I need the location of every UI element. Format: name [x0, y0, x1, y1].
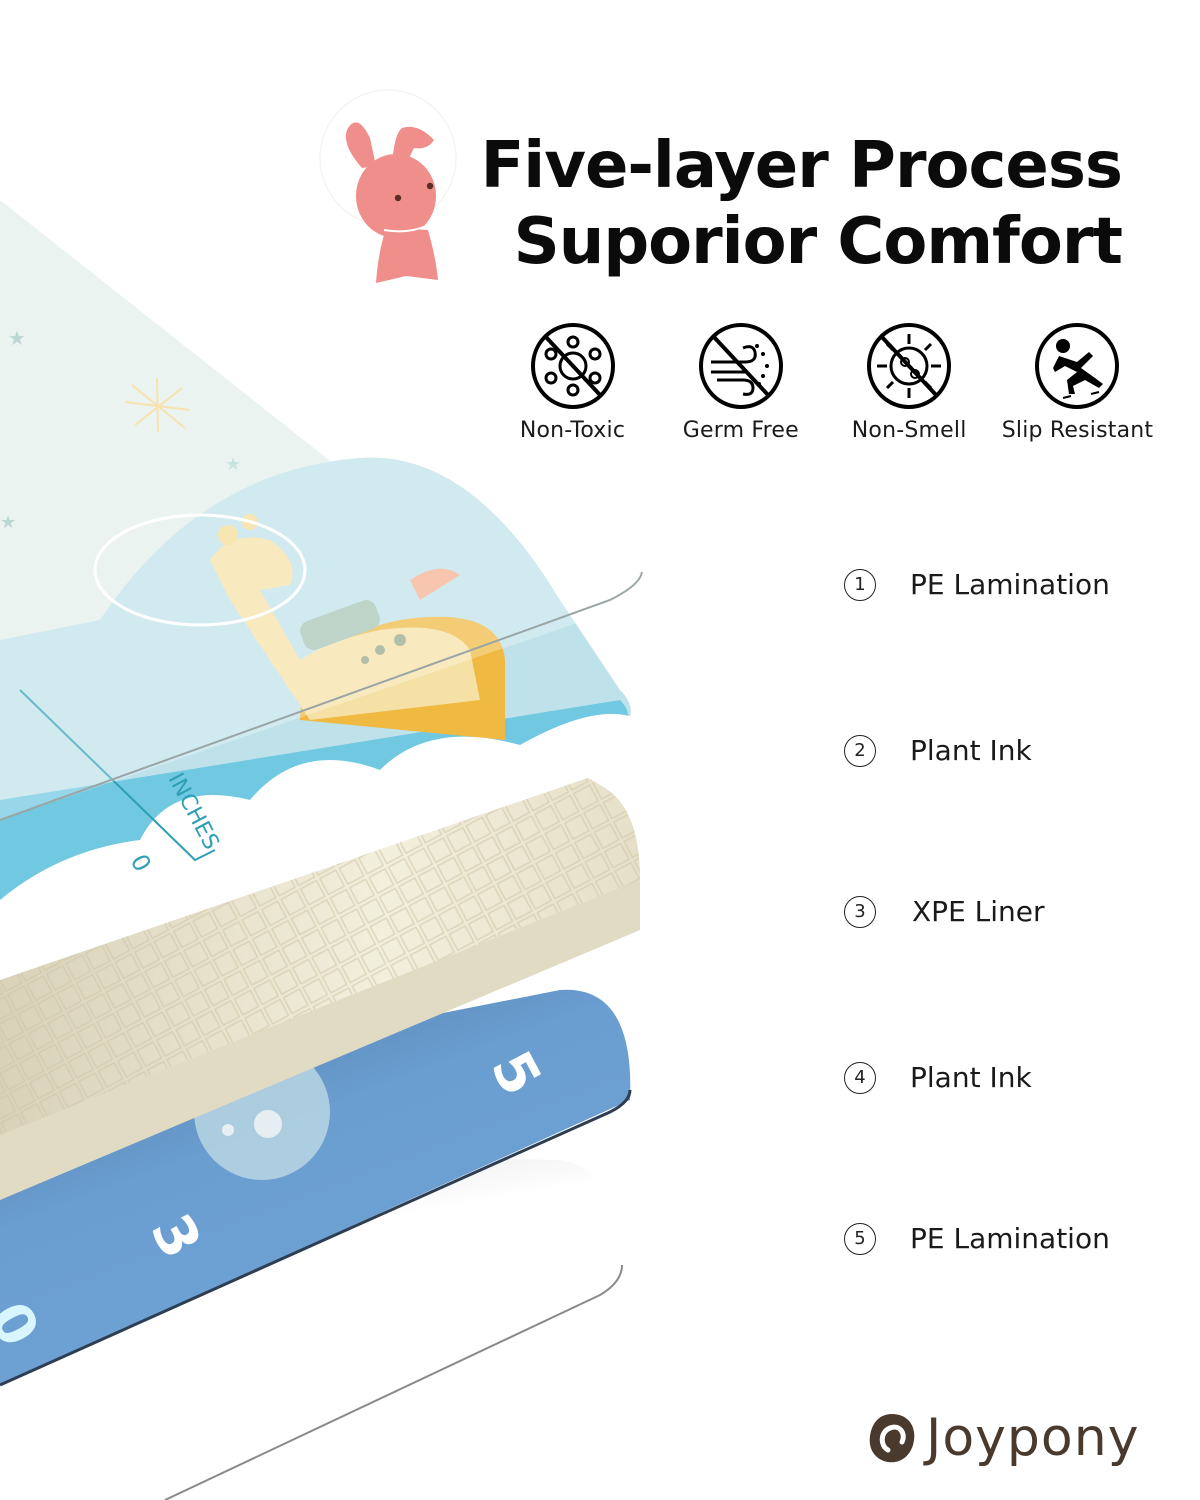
- layer-label: PE Lamination: [910, 568, 1110, 601]
- layer-number-badge: 5: [844, 1222, 876, 1255]
- feature-label: Slip Resistant: [1001, 418, 1154, 443]
- feature-badges: Non-Toxic Germ Free: [490, 322, 1160, 443]
- no-virus-icon: [530, 323, 615, 409]
- feature-non-smell: Non-Smell: [827, 322, 992, 443]
- layer-item-4: 4 Plant Ink: [844, 1061, 1032, 1094]
- no-germ-icon: [698, 323, 783, 409]
- page-title: Five-layer Process Suporior Comfort: [480, 128, 1123, 280]
- joypony-logo-icon: [869, 1414, 915, 1463]
- feature-germ-free: Germ Free: [658, 322, 823, 443]
- feature-label: Non-Smell: [851, 418, 967, 443]
- feature-label: Germ Free: [682, 418, 799, 443]
- brand-logo: Joypony: [866, 1408, 1139, 1468]
- svg-text:★: ★: [8, 326, 26, 350]
- layer-label: PE Lamination: [910, 1222, 1110, 1255]
- layer-item-5: 5 PE Lamination: [844, 1222, 1110, 1255]
- layer-item-1: 1 PE Lamination: [844, 568, 1110, 601]
- bunny-mascot-icon: [319, 89, 457, 283]
- layer-number-badge: 2: [844, 734, 876, 767]
- title-line-2: Suporior Comfort: [513, 205, 1123, 279]
- feature-slip-resistant: Slip Resistant: [995, 322, 1160, 443]
- title-line-1: Five-layer Process: [480, 129, 1123, 203]
- layer-label: XPE Liner: [912, 895, 1045, 928]
- feature-label: Non-Toxic: [519, 418, 626, 443]
- feature-non-toxic: Non-Toxic: [490, 322, 655, 443]
- svg-text:★: ★: [225, 454, 241, 475]
- layer-item-2: 2 Plant Ink: [844, 734, 1032, 767]
- svg-text:★: ★: [0, 512, 16, 533]
- slip-resistant-icon: [1035, 323, 1120, 409]
- layer-number-badge: 3: [844, 895, 876, 928]
- layer-number-badge: 1: [844, 568, 876, 601]
- layer-label: Plant Ink: [910, 734, 1032, 767]
- layer-item-3: 3 XPE Liner: [844, 895, 1045, 928]
- layer-number-badge: 4: [844, 1061, 876, 1094]
- brand-name: Joypony: [926, 1408, 1140, 1468]
- layer-label: Plant Ink: [910, 1061, 1032, 1094]
- no-smell-icon: [867, 323, 952, 409]
